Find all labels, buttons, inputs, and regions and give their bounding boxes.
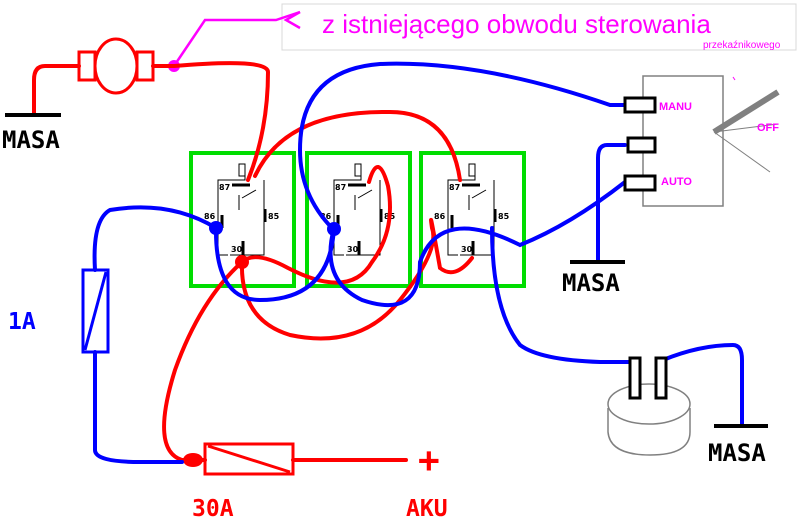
blue-junction-2 <box>327 222 341 236</box>
red-wire-loop <box>239 218 474 341</box>
fuse-1a <box>81 268 110 354</box>
red-junction-fuse <box>183 453 203 467</box>
battery-plus-label: + <box>418 440 440 481</box>
blue-wire-manu <box>297 61 627 230</box>
masa-label-motor: MASA <box>708 439 766 467</box>
masa-symbol-switch <box>570 260 625 264</box>
bulb <box>77 37 155 95</box>
red-wire-masa <box>32 64 81 117</box>
header-subtext: przekaźnikowego <box>703 40 781 51</box>
relay-3-pin87: 87 <box>449 183 460 192</box>
header-text: z istniejącego obwodu sterowania <box>322 9 711 39</box>
relay-2-pin86: 86 <box>320 212 332 221</box>
masa-label-top-left: MASA <box>2 126 60 154</box>
switch: MANU AUTO OFF <box>623 75 780 207</box>
relay-1-pin87: 87 <box>219 183 230 192</box>
control-wire <box>172 10 301 67</box>
control-wire-arrow <box>283 10 301 30</box>
red-junction <box>235 255 249 269</box>
relay-1-pin86: 86 <box>204 212 216 221</box>
relay-3: 87 86 85 30 <box>419 151 526 288</box>
fuse-1a-label: 1A <box>8 309 36 335</box>
masa-symbol-motor <box>714 424 768 428</box>
switch-manu-label: MANU <box>659 101 692 113</box>
masa-label-switch: MASA <box>562 269 620 297</box>
blue-wire-switch-masa <box>596 143 627 264</box>
relay-3-pin85: 85 <box>498 212 510 221</box>
battery-label: AKU <box>406 496 448 522</box>
blue-wire-86-fuse <box>92 205 218 272</box>
relay-2: 87 86 85 30 <box>305 151 412 288</box>
relay-3-pin30: 30 <box>461 245 473 254</box>
blue-wire-auto <box>328 180 627 308</box>
header-box <box>281 3 797 51</box>
relay-2-pin87: 87 <box>335 183 346 192</box>
red-wire-87-87 <box>253 109 462 182</box>
switch-off-label: OFF <box>757 122 779 134</box>
red-wire-bulb-87 <box>151 61 271 182</box>
motor <box>607 356 691 456</box>
fuse-30a-label: 30A <box>192 496 234 522</box>
blue-wires <box>92 61 744 464</box>
fuse-30a <box>203 442 295 476</box>
blue-wire-fuse-bottom <box>93 350 184 464</box>
masa-symbol-top-left <box>5 113 61 117</box>
relay-1-pin30: 30 <box>231 245 243 254</box>
relay-2-pin30: 30 <box>347 245 359 254</box>
red-wire-relay2 <box>240 165 392 285</box>
relay-1-pin85: 85 <box>268 212 280 221</box>
blue-junction-1 <box>209 221 223 235</box>
blue-wire-motor <box>490 226 636 364</box>
blue-wire-86-86 <box>213 226 336 303</box>
relay-3-pin86: 86 <box>434 212 446 221</box>
switch-auto-label: AUTO <box>661 176 692 188</box>
blue-wire-motor-masa <box>661 342 744 427</box>
red-wire-30-fuse <box>162 260 244 462</box>
red-wires <box>32 61 474 462</box>
